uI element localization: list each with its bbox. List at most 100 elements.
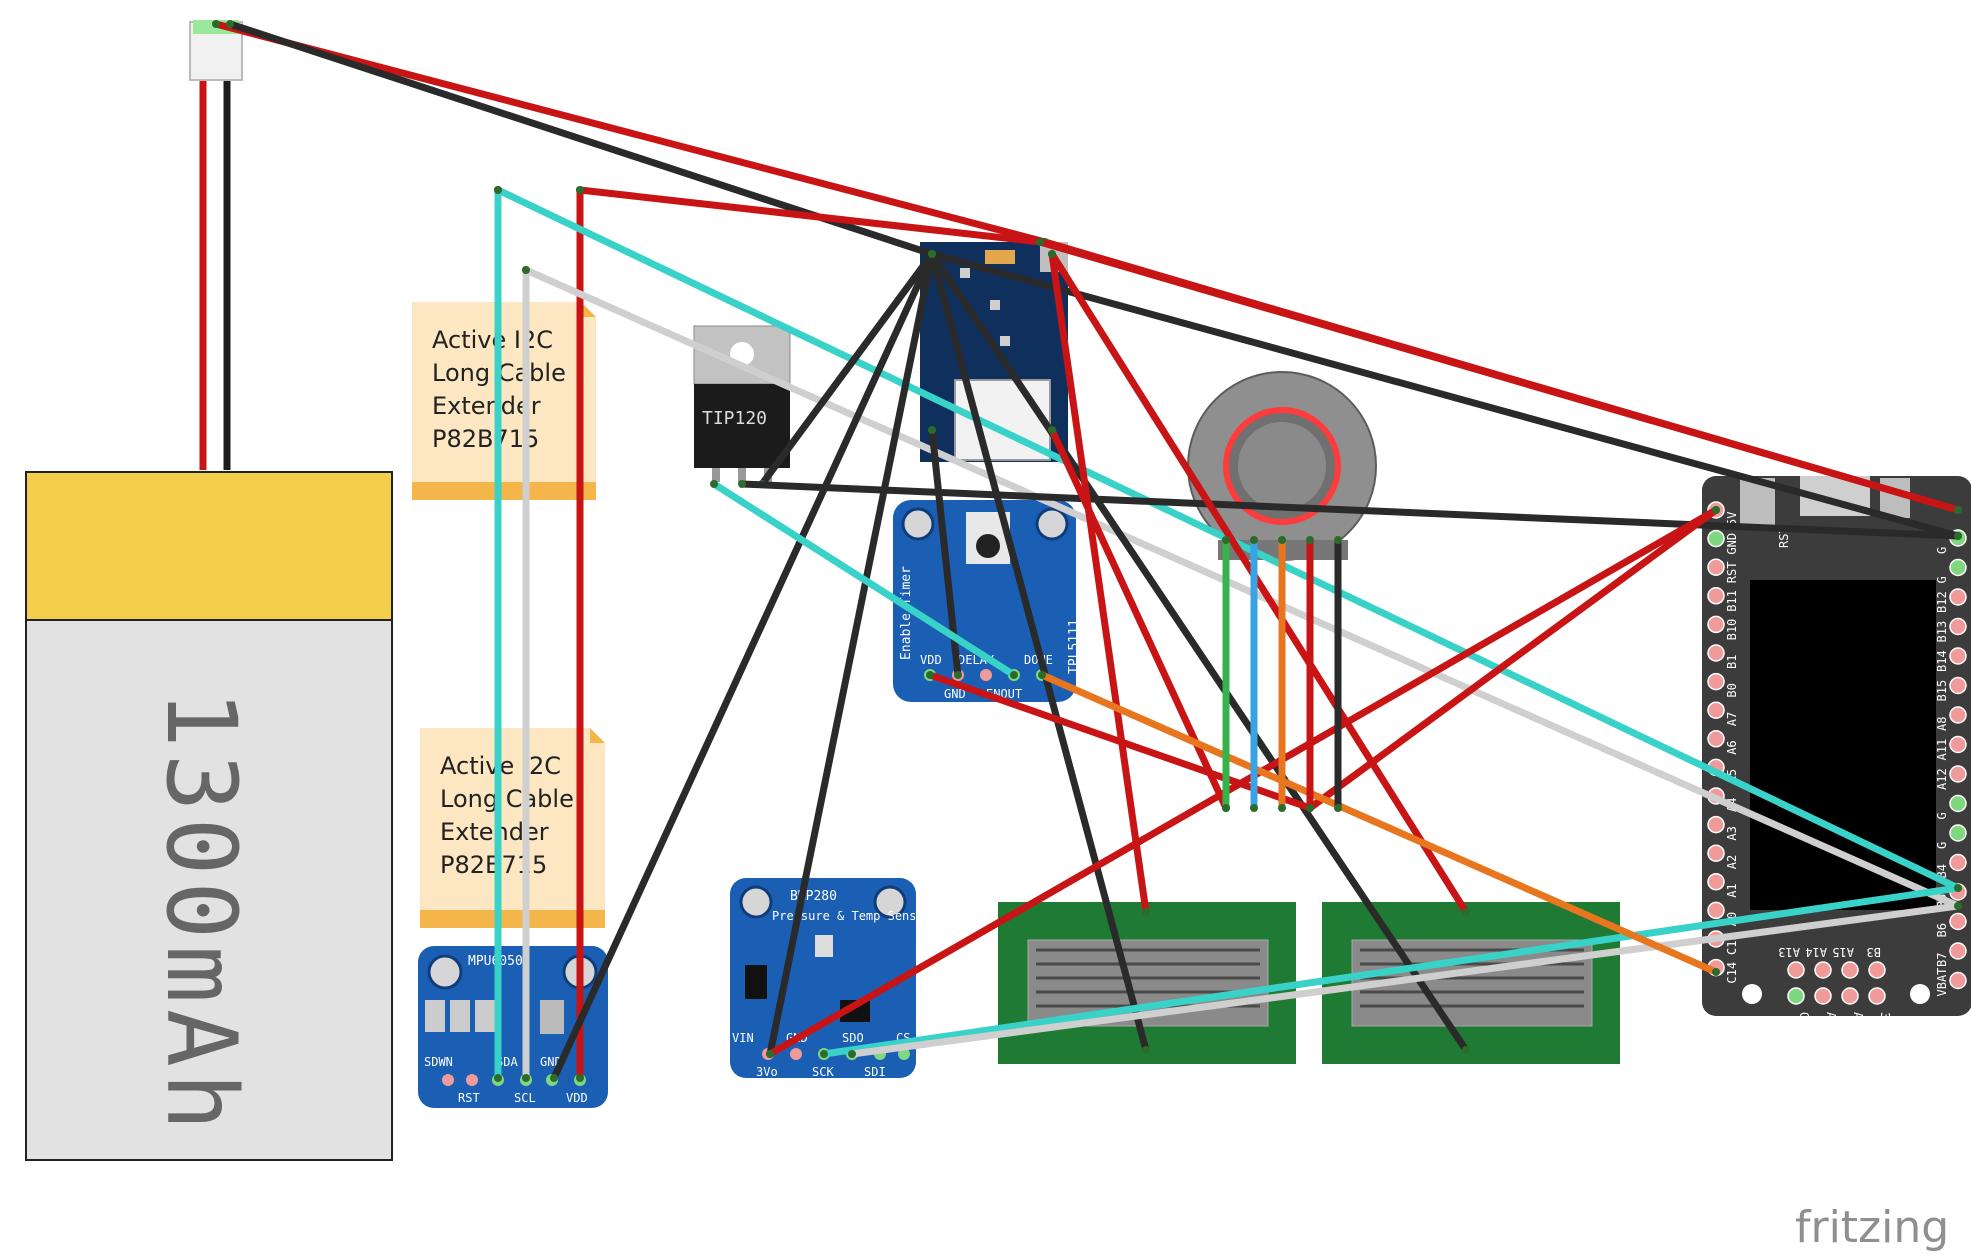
wire-22[interactable] — [710, 480, 1018, 679]
mcu-left-pin-7-dot[interactable] — [1707, 672, 1725, 691]
wire-23-endpoint-1[interactable] — [820, 1050, 828, 1058]
wire-30-endpoint-1[interactable] — [1334, 536, 1342, 544]
mcu-bottom-pin-8-label: 3V3 — [1878, 1012, 1892, 1034]
wire-26-endpoint-2[interactable] — [1222, 804, 1230, 812]
mcu-right-pin-11-dot[interactable] — [1949, 824, 1967, 842]
mcu-right-pin-2-dot[interactable] — [1949, 558, 1967, 577]
wire-27-endpoint-1[interactable] — [1250, 536, 1258, 544]
wire-16-endpoint-2[interactable] — [1142, 908, 1150, 916]
wire-17-endpoint-1[interactable] — [1048, 426, 1056, 434]
mcu-right-pin-9-dot[interactable] — [1949, 765, 1967, 783]
wire-5-endpoint-2[interactable] — [494, 1074, 502, 1082]
wire-18-endpoint-1[interactable] — [1048, 250, 1056, 258]
mcu-left-pin-14-dot[interactable] — [1707, 873, 1725, 891]
wire-29-endpoint-1[interactable] — [1306, 536, 1314, 544]
wire-18[interactable] — [1048, 250, 1470, 916]
wire-12-endpoint-2[interactable] — [1462, 1046, 1470, 1054]
wire-15-endpoint-1[interactable] — [928, 426, 936, 434]
wire-4-endpoint-1[interactable] — [576, 186, 584, 194]
mcu-left-pin-2-dot[interactable] — [1707, 529, 1725, 548]
mcu-left-pin-3-dot[interactable] — [1707, 558, 1725, 576]
wire-28-endpoint-2[interactable] — [1278, 804, 1286, 812]
mcu-right-pin-12-dot[interactable] — [1949, 853, 1967, 872]
wire-20-endpoint-1[interactable] — [926, 671, 934, 679]
wire-12[interactable] — [928, 250, 1470, 1054]
mcu-right-pin-8-dot[interactable] — [1949, 735, 1967, 754]
wire-18-endpoint-2[interactable] — [1462, 908, 1470, 916]
wire-2-endpoint-1[interactable] — [226, 20, 234, 28]
mcu-right-pin-6-dot[interactable] — [1949, 676, 1967, 695]
wire-3-endpoint-2[interactable] — [1036, 238, 1044, 246]
mcu-bottom-pin-3-dot[interactable] — [1841, 961, 1859, 979]
wire-25[interactable] — [1038, 671, 1720, 976]
mcu-left-pin-6-dot[interactable] — [1707, 644, 1725, 662]
battery[interactable]: 1300mAh — [25, 20, 393, 1161]
mcu-left-pin-9-dot[interactable] — [1707, 730, 1725, 748]
wire-9-endpoint-2[interactable] — [550, 1074, 558, 1082]
wire-29-endpoint-2[interactable] — [1306, 804, 1314, 812]
led-push-button[interactable]: LED+ — [1187, 371, 1377, 780]
wire-22-endpoint-1[interactable] — [710, 480, 718, 488]
wire-14[interactable] — [738, 480, 1962, 540]
wire-8-endpoint-1[interactable] — [522, 266, 530, 274]
solar-panel-1[interactable] — [998, 902, 1296, 1064]
mcu-right-pin-7-dot[interactable] — [1949, 706, 1967, 724]
wire-10[interactable] — [766, 250, 936, 1058]
mcu-right-pin-10-dot[interactable] — [1949, 794, 1967, 813]
mcu-bottom-pin-4-dot[interactable] — [1868, 961, 1886, 979]
wire-11[interactable] — [928, 250, 1150, 1054]
wire-28-endpoint-1[interactable] — [1278, 536, 1286, 544]
wire-16[interactable] — [1048, 250, 1150, 916]
wire-26-endpoint-1[interactable] — [1222, 536, 1230, 544]
wire-11-endpoint-2[interactable] — [1142, 1046, 1150, 1054]
note-1[interactable]: Active I2C Long Cable Extender P82B715 — [412, 302, 596, 500]
mcu-bottom-pin-1-dot[interactable] — [1787, 961, 1805, 979]
mcu-right-pin-5-dot[interactable] — [1949, 647, 1967, 665]
mcu-left-pin-13-dot[interactable] — [1707, 844, 1725, 862]
wire-23-endpoint-2[interactable] — [1954, 884, 1962, 892]
wire-25-endpoint-1[interactable] — [1038, 671, 1046, 679]
wire-20[interactable] — [926, 671, 1314, 812]
mcu-bottom-pin-8-dot[interactable] — [1868, 987, 1886, 1005]
wire-24[interactable] — [848, 902, 1962, 1058]
wire-6-endpoint-1[interactable] — [494, 186, 502, 194]
wire-1-endpoint-1[interactable] — [212, 20, 220, 28]
mcu-left-pin-4-dot[interactable] — [1707, 587, 1725, 605]
wire-24-endpoint-2[interactable] — [1954, 902, 1962, 910]
wire-8[interactable] — [522, 266, 1962, 910]
wire-15-endpoint-2[interactable] — [954, 671, 962, 679]
mcu-bottom-pin-2-dot[interactable] — [1814, 961, 1832, 979]
wire-9[interactable] — [550, 250, 936, 1082]
mcu-left-pin-12-dot[interactable] — [1707, 815, 1725, 834]
wire-23[interactable] — [820, 884, 1962, 1058]
wire-3-endpoint-3[interactable] — [1954, 506, 1962, 514]
wire-7-endpoint-2[interactable] — [522, 1074, 530, 1082]
mcu-right-pin-15-dot[interactable] — [1949, 942, 1967, 960]
wire-14-endpoint-1[interactable] — [738, 480, 746, 488]
wire-24-endpoint-1[interactable] — [848, 1050, 856, 1058]
mcu-bottom-pin-5-dot[interactable] — [1787, 987, 1805, 1005]
mcu-right-pin-14-dot[interactable] — [1949, 912, 1967, 931]
wire-14-endpoint-2[interactable] — [1954, 532, 1962, 540]
mcu-right-pin-3-dot[interactable] — [1949, 588, 1967, 606]
wire-27-endpoint-2[interactable] — [1250, 804, 1258, 812]
mcu-left-pin-5-dot[interactable] — [1707, 615, 1725, 634]
wire-21[interactable] — [1306, 506, 1720, 812]
mcu-left-pin-8-dot[interactable] — [1707, 701, 1725, 719]
mcu-board[interactable]: RST 5VGNDRSTB11B10B1B0A7A6A5A4A3A2A1A0C1… — [1702, 476, 1971, 1034]
wire-13[interactable] — [758, 250, 936, 488]
mcu-bottom-pin-7-dot[interactable] — [1841, 987, 1859, 1005]
mcu-bottom-pin-6-dot[interactable] — [1814, 987, 1832, 1005]
wire-4-endpoint-2[interactable] — [576, 1074, 584, 1082]
wire-19-endpoint-1[interactable] — [766, 1050, 774, 1058]
timer-board[interactable]: Enable Timer TPL5111 VDD DELAY DONE GND … — [893, 500, 1082, 702]
wire-13-endpoint-1[interactable] — [928, 250, 936, 258]
mcu-left-pin-15-dot[interactable] — [1707, 901, 1725, 920]
wire-22-endpoint-2[interactable] — [1010, 671, 1018, 679]
wire-21-endpoint-2[interactable] — [1712, 506, 1720, 514]
mcu-right-pin-4-dot[interactable] — [1949, 617, 1967, 636]
wire-25-endpoint-2[interactable] — [1712, 968, 1720, 976]
mcu-right-pin-16-dot[interactable] — [1949, 971, 1967, 990]
mcu-left-pin-17-label: C14 — [1725, 962, 1739, 984]
wire-30-endpoint-2[interactable] — [1334, 804, 1342, 812]
